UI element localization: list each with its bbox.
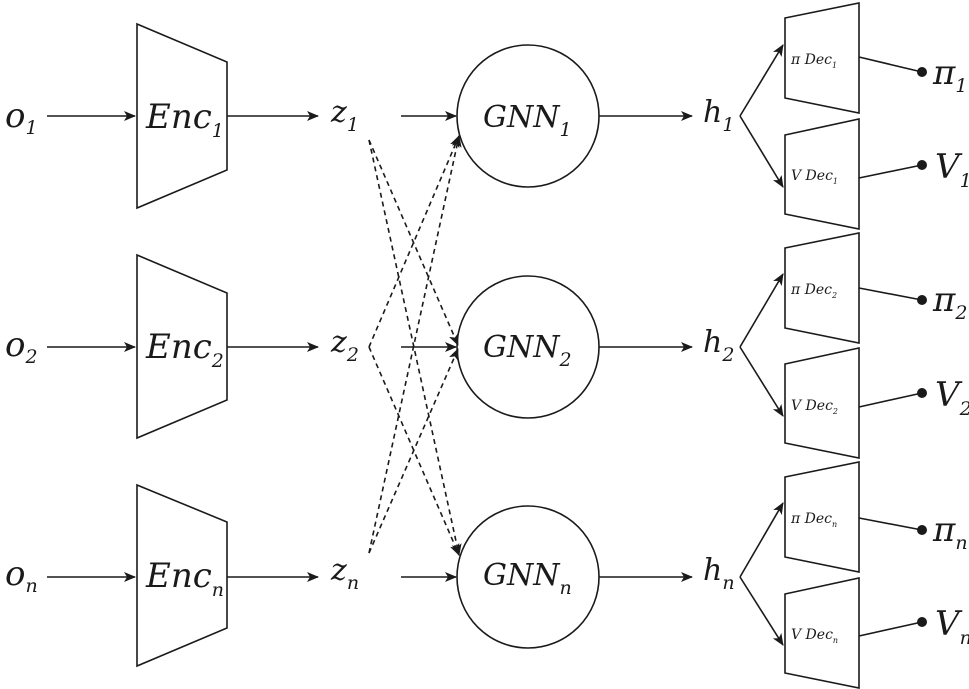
edge-hidden-vdec-n xyxy=(739,576,784,646)
pi-output-dot-n xyxy=(917,525,927,535)
pi-decoder-label-1: π Dec1 xyxy=(790,52,837,70)
dashed-edge-zn-gnn1 xyxy=(368,135,462,554)
encoder-block-2 xyxy=(136,253,228,440)
v-output-label-n: Vn xyxy=(935,604,969,649)
row-n: on Encn zn GNNn hn π Decn V Decn πn Vn xyxy=(5,461,969,689)
v-decoder-label-1: V Dec1 xyxy=(791,168,838,186)
pi-decoder-block-n xyxy=(784,461,860,573)
dashed-edge-z1-gnnn xyxy=(368,139,462,556)
edge-pidec-pi-n xyxy=(858,517,923,531)
v-output-dot-n xyxy=(917,617,927,627)
v-decoder-label-2: V Dec2 xyxy=(791,398,838,416)
pi-output-label-2: π2 xyxy=(932,280,967,324)
encoder-block-1 xyxy=(136,22,228,210)
dashed-edge-zn-gnn2 xyxy=(368,348,459,554)
latent-label-1: z1 xyxy=(330,95,359,136)
obs-label-2: o2 xyxy=(5,325,38,368)
pi-output-dot-1 xyxy=(917,67,927,77)
v-output-dot-2 xyxy=(917,388,927,398)
obs-label-1: o1 xyxy=(5,96,38,139)
encoder-label-n: Encn xyxy=(145,556,224,601)
v-output-label-2: V2 xyxy=(935,375,969,420)
gnn-label-2: GNN2 xyxy=(483,330,572,371)
row-1: o1 Enc1 z1 GNN1 h1 π Dec1 V Dec1 π1 V1 xyxy=(5,2,969,230)
encoder-label-1: Enc1 xyxy=(145,97,224,142)
gnn-label-1: GNN1 xyxy=(483,100,572,141)
edge-hidden-pidec-n xyxy=(739,502,784,578)
v-decoder-label-n: V Decn xyxy=(791,627,838,645)
edge-hidden-vdec-1 xyxy=(739,115,784,188)
message-passing-edges xyxy=(368,135,462,556)
hidden-label-2: h2 xyxy=(703,325,734,366)
pi-decoder-label-n: π Decn xyxy=(790,511,837,529)
dashed-edge-z2-gnn1 xyxy=(368,135,460,348)
pi-output-label-1: π1 xyxy=(932,53,967,97)
encoder-block-n xyxy=(136,483,228,668)
pi-decoder-block-1 xyxy=(784,2,860,114)
encoder-label-2: Enc2 xyxy=(145,327,224,372)
pi-decoder-label-2: π Dec2 xyxy=(790,282,837,300)
hidden-label-n: hn xyxy=(703,553,735,594)
v-output-label-1: V1 xyxy=(935,147,969,192)
pi-decoder-block-2 xyxy=(784,232,860,344)
obs-label-n: on xyxy=(5,554,38,597)
row-2: o2 Enc2 z2 GNN2 h2 π Dec2 V Dec2 π2 V2 xyxy=(5,232,969,459)
latent-label-n: zn xyxy=(330,553,359,594)
pi-output-dot-2 xyxy=(917,295,927,305)
gnn-label-n: GNNn xyxy=(483,558,572,599)
edge-pidec-pi-1 xyxy=(858,56,923,73)
edge-pidec-pi-2 xyxy=(858,287,923,301)
hidden-label-1: h1 xyxy=(703,95,734,136)
v-output-dot-1 xyxy=(917,160,927,170)
v-decoder-block-1 xyxy=(784,118,860,230)
edge-vdec-v-2 xyxy=(858,392,923,408)
latent-label-2: z2 xyxy=(330,325,359,366)
v-decoder-block-2 xyxy=(784,347,860,459)
dashed-edge-z2-gnnn xyxy=(368,346,460,556)
edge-hidden-pidec-1 xyxy=(739,44,784,117)
pi-output-label-n: πn xyxy=(932,510,968,554)
edge-hidden-vdec-2 xyxy=(739,346,784,417)
edge-hidden-pidec-2 xyxy=(739,273,784,348)
edge-vdec-v-1 xyxy=(858,164,923,179)
dashed-edge-z1-gnn2 xyxy=(368,139,459,346)
edge-vdec-v-n xyxy=(858,621,923,637)
v-decoder-block-n xyxy=(784,577,860,689)
